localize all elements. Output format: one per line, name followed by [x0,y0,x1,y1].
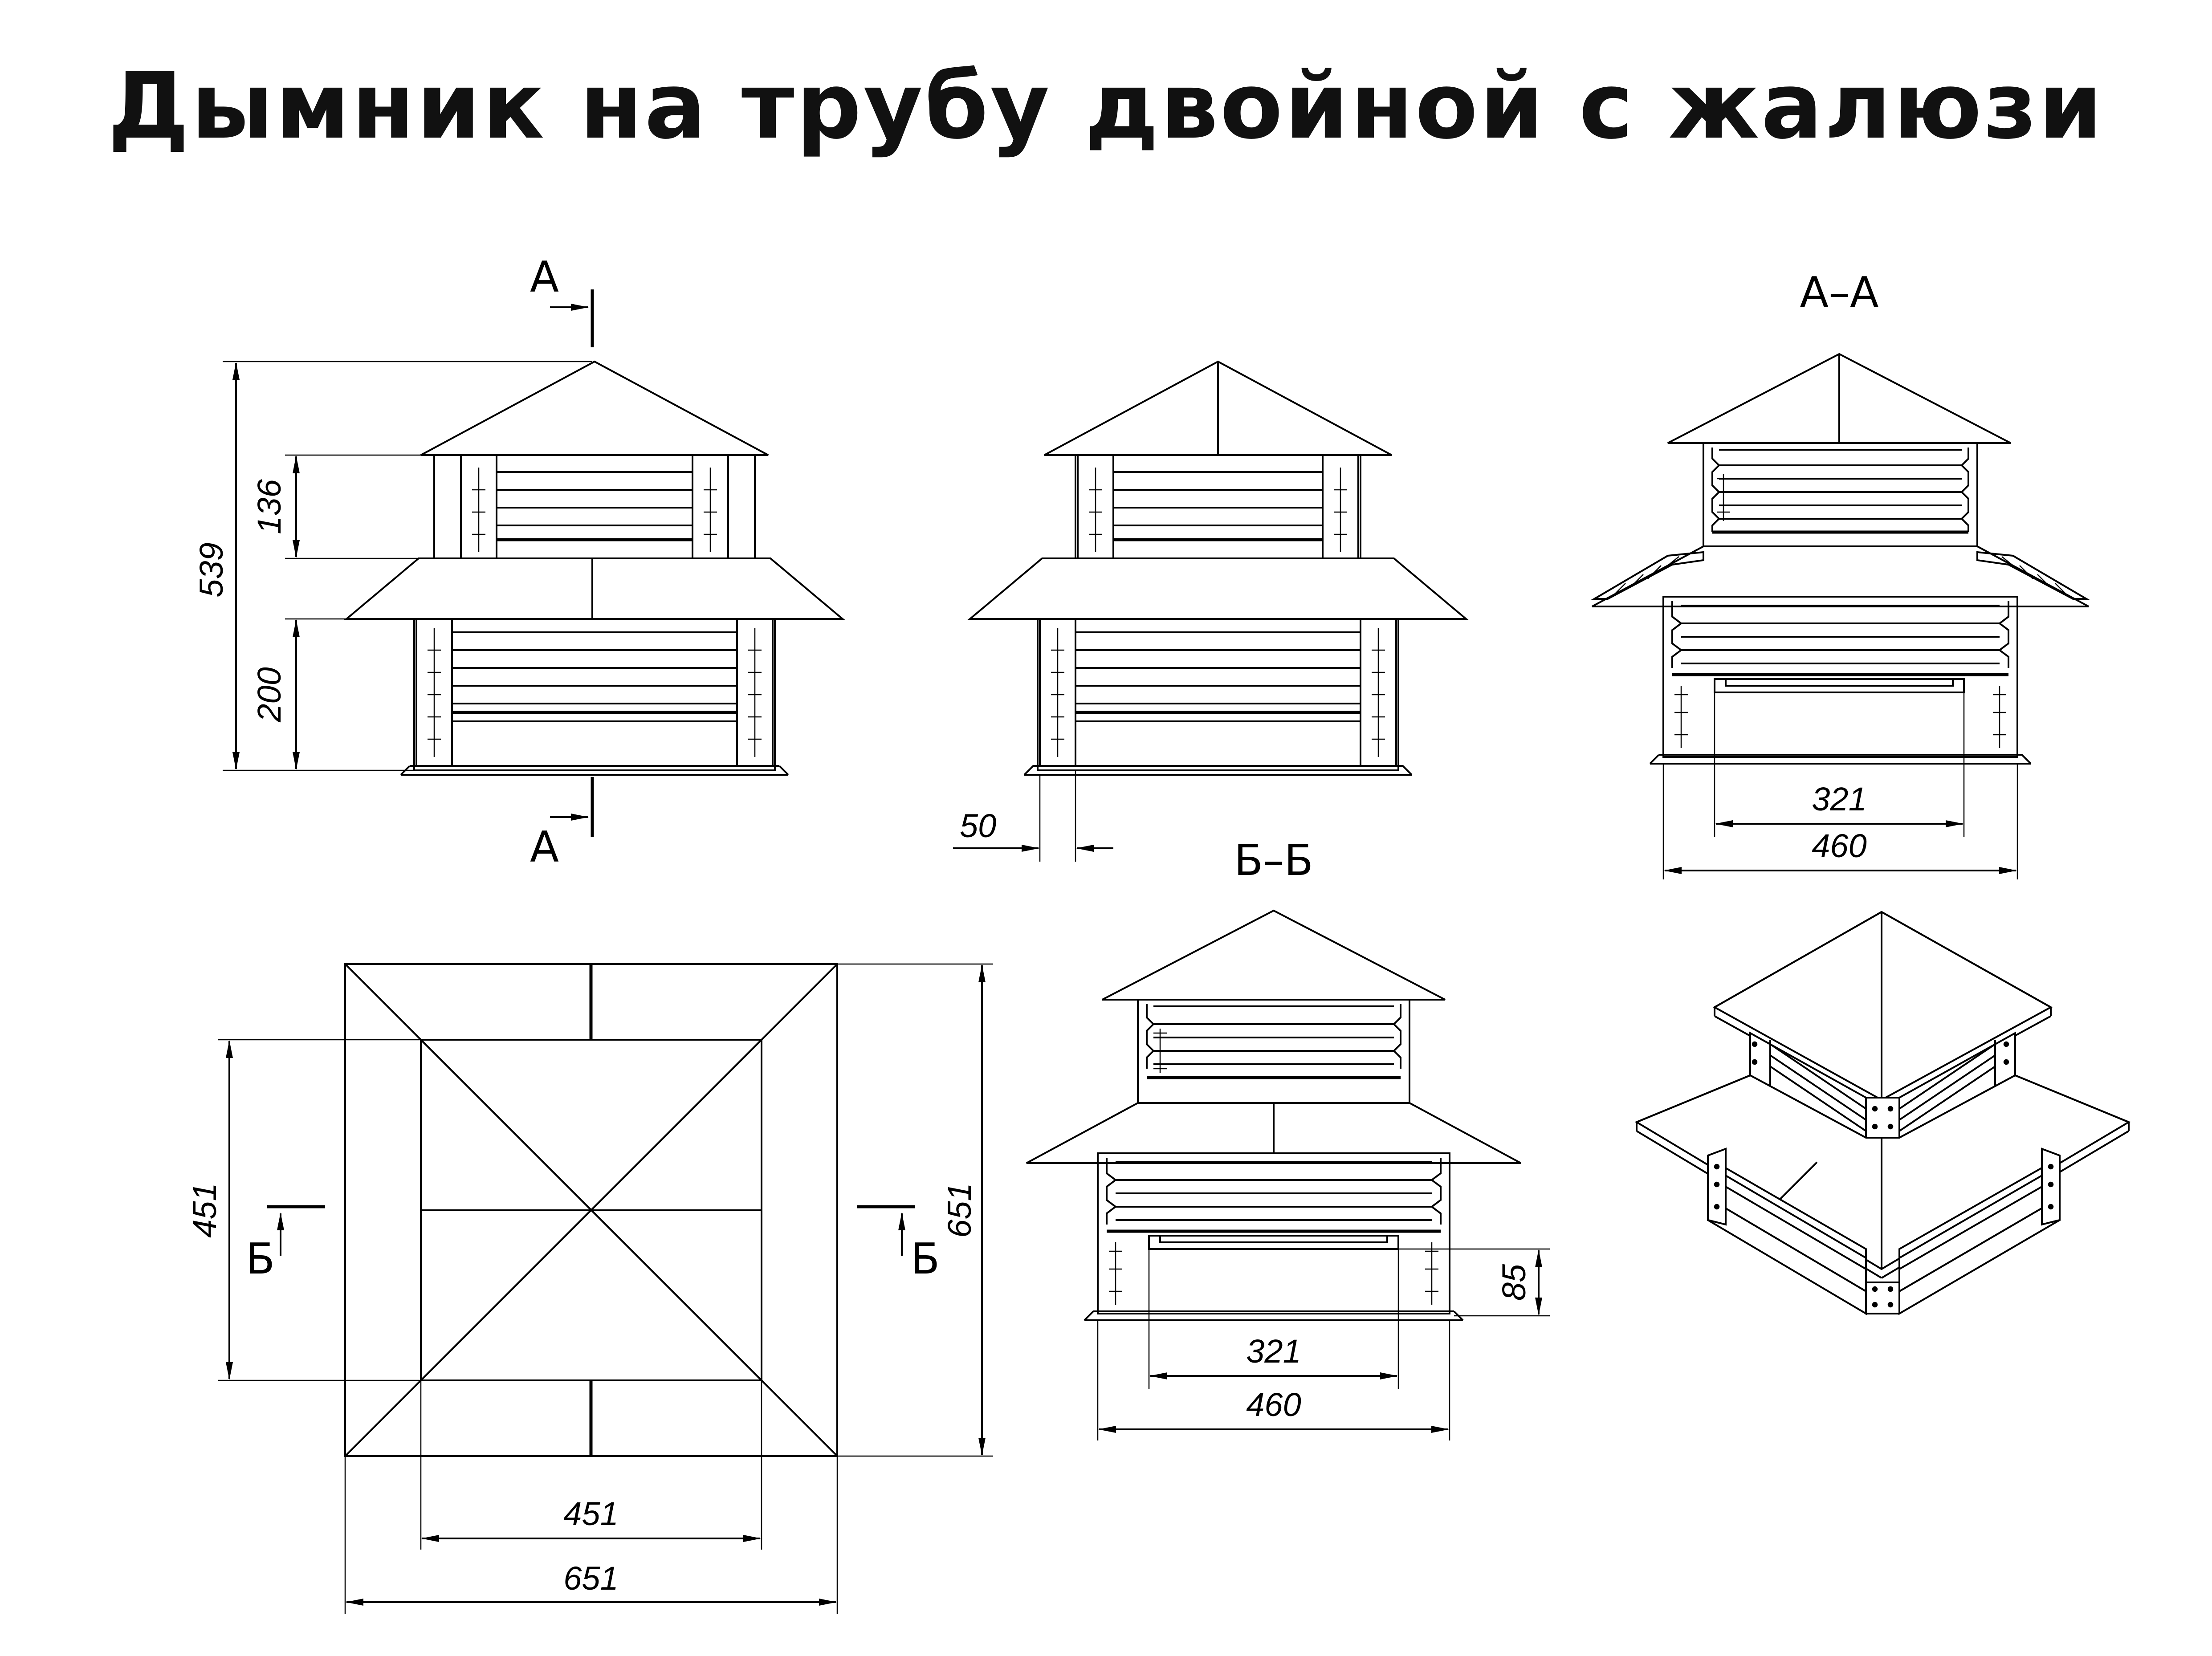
front-view [223,289,845,837]
dimension-539: 539 [193,542,230,597]
plan-view [218,963,993,1614]
section-title-b-b: Б–Б [1234,836,1313,885]
dimension-451-horizontal: 451 [563,1495,618,1532]
dimension-200: 200 [251,667,288,722]
section-a-a-view [1591,353,2090,879]
section-title-a-a: А–А [1800,269,1878,317]
dimension-50: 50 [960,807,996,844]
dimension-85: 85 [1495,1264,1532,1301]
dimension-451-vertical: 451 [186,1183,223,1237]
section-b-b-view [1026,909,1550,1440]
dimension-460-bb: 460 [1246,1386,1301,1423]
dimension-460-aa: 460 [1812,827,1866,864]
page-title: Дымник на трубу двойной с жалюзи [108,53,2104,159]
section-mark-a-top: А [530,253,559,302]
dimension-651-vertical: 651 [941,1183,978,1237]
section-mark-a-bottom: А [530,823,559,872]
isometric-view [1634,911,2131,1315]
dimension-136: 136 [251,479,288,534]
dimension-321-aa: 321 [1812,781,1866,818]
section-mark-b-left: Б [246,1235,275,1284]
section-mark-b-right: Б [911,1235,940,1284]
dimension-651-horizontal: 651 [563,1560,618,1597]
side-view [953,360,1469,862]
dimension-321-bb: 321 [1246,1333,1301,1370]
